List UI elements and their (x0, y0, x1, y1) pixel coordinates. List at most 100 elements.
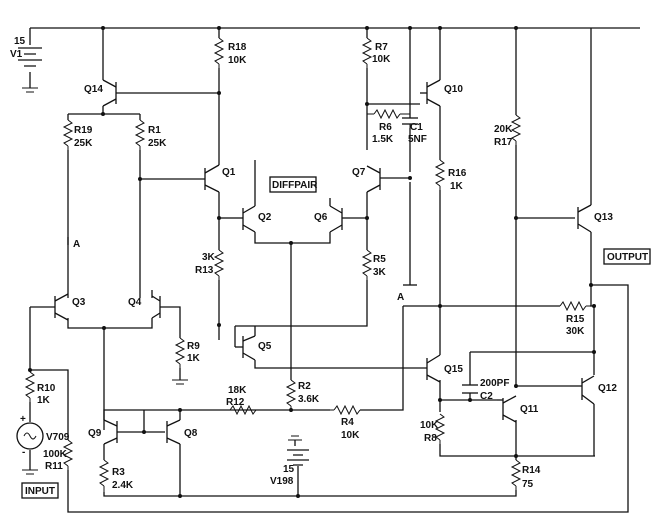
v198-value: 15 (283, 464, 295, 475)
r19-value: 25K (74, 138, 93, 149)
q7-label: Q7 (352, 167, 366, 178)
resistor-r2: R2 3.6K (286, 379, 320, 408)
q3-label: Q3 (72, 297, 86, 308)
r3-value: 2.4K (112, 480, 134, 491)
q6-label: Q6 (314, 212, 328, 223)
r11-name: R11 (45, 461, 63, 472)
resistor-r16: R16 1K (435, 159, 467, 192)
probe-a-left: A (67, 237, 80, 250)
resistor-r1: R1 25K (135, 119, 167, 150)
r16-name: R16 (448, 168, 467, 179)
q13-label: Q13 (594, 212, 613, 223)
r9-value: 1K (187, 353, 201, 364)
junctions (28, 26, 596, 498)
r10-value: 1K (37, 395, 51, 406)
transistor-q8: Q8 (166, 419, 198, 445)
r7-value: 10K (372, 54, 391, 65)
transistor-q3: Q3 (54, 293, 86, 321)
r4-value: 10K (341, 430, 360, 441)
capacitor-c2: 200PF C2 (462, 378, 509, 402)
r9-name: R9 (187, 341, 200, 352)
q5-label: Q5 (258, 341, 272, 352)
r10-name: R10 (37, 383, 56, 394)
r18-name: R18 (228, 42, 247, 53)
resistor-r3: R3 2.4K (99, 459, 134, 492)
q4-label: Q4 (128, 297, 142, 308)
r12-value: 18K (228, 385, 247, 396)
resistor-r13: 3K R13 (195, 249, 224, 280)
r19-name: R19 (74, 125, 93, 136)
r12-name: R12 (226, 397, 245, 408)
q9-label: Q9 (88, 428, 102, 439)
r11-value: 100K (43, 449, 68, 460)
r18-value: 10K (228, 55, 247, 66)
r6-name: R6 (379, 122, 392, 133)
r14-name: R14 (522, 465, 541, 476)
transistor-q4: Q4 (128, 295, 161, 319)
transistor-q5: Q5 (235, 335, 272, 361)
v1-name: V1 (10, 49, 23, 60)
transistor-q13: Q13 (577, 204, 613, 233)
transistor-q2: Q2 (235, 205, 272, 233)
transistor-q15: Q15 (426, 354, 463, 383)
transistor-q6: Q6 (314, 205, 350, 233)
c1-name: C1 (410, 122, 423, 133)
c2-name: C2 (480, 391, 493, 402)
q11-label: Q11 (520, 404, 539, 415)
resistor-r7: R7 10K (362, 37, 391, 68)
q15-label: Q15 (444, 364, 463, 375)
r7-name: R7 (375, 42, 388, 53)
resistor-r12: 18K R12 (226, 385, 275, 415)
transistor-q11: Q11 (497, 395, 539, 423)
battery-v1: 15 V1 (10, 36, 42, 93)
resistor-r17: 20K R17 (494, 114, 521, 148)
r16-value: 1K (450, 181, 464, 192)
q12-label: Q12 (598, 383, 617, 394)
wires (29, 27, 640, 513)
q2-label: Q2 (258, 212, 272, 223)
v1-value: 15 (14, 36, 26, 47)
resistor-r11: 100K R11 (43, 439, 73, 472)
resistor-r18: R18 10K (214, 37, 247, 68)
q1-label: Q1 (222, 167, 236, 178)
net-label-output: OUTPUT (603, 248, 651, 265)
r2-name: R2 (298, 381, 311, 392)
v709-plus: + (20, 414, 26, 425)
probe-a-left-label: A (73, 239, 80, 250)
r15-name: R15 (566, 314, 585, 325)
probe-a-right: A (397, 292, 404, 303)
net-label-diffpair: DIFFPAIR (269, 176, 318, 193)
r2-value: 3.6K (298, 394, 320, 405)
r13-name: R13 (195, 265, 214, 276)
q14-label: Q14 (84, 84, 103, 95)
v198-name: V198 (270, 476, 294, 487)
resistor-r15: R15 30K (559, 301, 590, 337)
r6-value: 1.5K (372, 134, 394, 145)
r17-value: 20K (494, 124, 513, 135)
transistor-q1: Q1 (204, 164, 236, 193)
transistor-q14: Q14 (84, 79, 117, 107)
battery-v198: 15 V198 (270, 435, 309, 487)
r1-value: 25K (148, 138, 167, 149)
resistor-r6: R6 1.5K (367, 109, 410, 145)
q8-label: Q8 (184, 428, 198, 439)
r5-value: 3K (373, 267, 387, 278)
q10-label: Q10 (444, 84, 463, 95)
r1-name: R1 (148, 125, 161, 136)
transistor-q7: Q7 (352, 165, 381, 193)
transistor-q10: Q10 (426, 79, 463, 107)
resistor-r8: 10K R8 (420, 413, 445, 444)
c1-value: 5NF (408, 134, 427, 145)
diffpair-text: DIFFPAIR (272, 180, 318, 191)
r4-name: R4 (341, 417, 354, 428)
r3-name: R3 (112, 467, 125, 478)
r8-name: R8 (424, 433, 437, 444)
v709-name: V709 (46, 432, 70, 443)
resistor-r19: R19 25K (63, 119, 93, 150)
resistor-r5: R5 3K (362, 249, 387, 280)
resistor-r4: R4 10K (330, 405, 361, 441)
transistor-q12: Q12 (570, 375, 617, 405)
capacitor-c1: C1 5NF (402, 117, 427, 145)
resistor-r14: R14 75 (511, 459, 541, 490)
